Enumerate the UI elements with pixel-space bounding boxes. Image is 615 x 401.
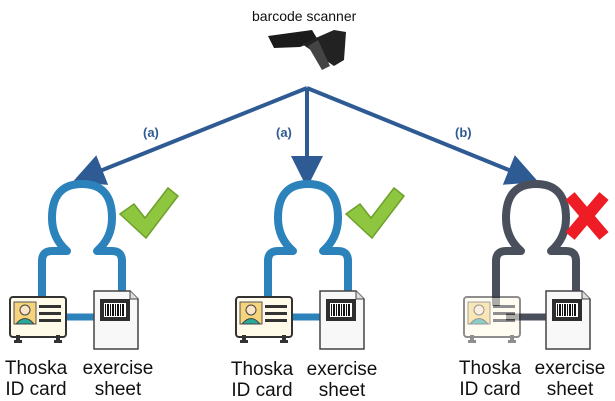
exercise-sheet-icon xyxy=(319,290,365,350)
sheet-label-3: exercise sheet xyxy=(530,358,610,400)
sheet-label-line: sheet xyxy=(546,379,594,400)
card-label-line: Thoska xyxy=(458,358,522,379)
sheet-label-1: exercise sheet xyxy=(78,358,158,400)
barcode-scanner-icon xyxy=(268,30,346,70)
scanner-label: barcode scanner xyxy=(252,8,357,24)
person-figure-3 xyxy=(496,184,576,304)
checkmark-icon xyxy=(344,186,406,240)
card-label-line: Thoska xyxy=(4,358,68,379)
sheet-label-line: sheet xyxy=(94,379,142,400)
checkmark-icon xyxy=(118,186,180,240)
arrow-left xyxy=(72,86,308,185)
exercise-sheet-icon xyxy=(545,290,591,350)
sheet-label-line: exercise xyxy=(82,358,154,379)
card-label-2: Thoska ID card xyxy=(228,359,296,401)
sheet-label-line: exercise xyxy=(534,358,606,379)
card-label-line: Thoska xyxy=(230,359,294,380)
sheet-label-line: sheet xyxy=(318,380,366,401)
person-figure-2 xyxy=(268,184,348,304)
id-card-icon xyxy=(463,296,521,343)
card-label-1: Thoska ID card xyxy=(2,358,70,400)
card-label-line: ID card xyxy=(231,380,293,401)
arrow-right xyxy=(306,86,539,185)
branch-label-3: (b) xyxy=(455,125,472,140)
person-figure-1 xyxy=(42,184,122,304)
card-label-line: ID card xyxy=(5,379,67,400)
card-label-line: ID card xyxy=(459,379,521,400)
sheet-label-2: exercise sheet xyxy=(302,359,382,401)
sheet-label-line: exercise xyxy=(306,359,378,380)
cross-icon xyxy=(565,192,609,240)
card-label-3: Thoska ID card xyxy=(456,358,524,400)
id-card-icon xyxy=(235,296,293,343)
exercise-sheet-icon xyxy=(93,290,139,350)
scanner-arrows xyxy=(72,86,539,188)
branch-label-1: (a) xyxy=(143,125,159,140)
id-card-icon xyxy=(9,296,67,343)
branch-label-2: (a) xyxy=(276,125,292,140)
